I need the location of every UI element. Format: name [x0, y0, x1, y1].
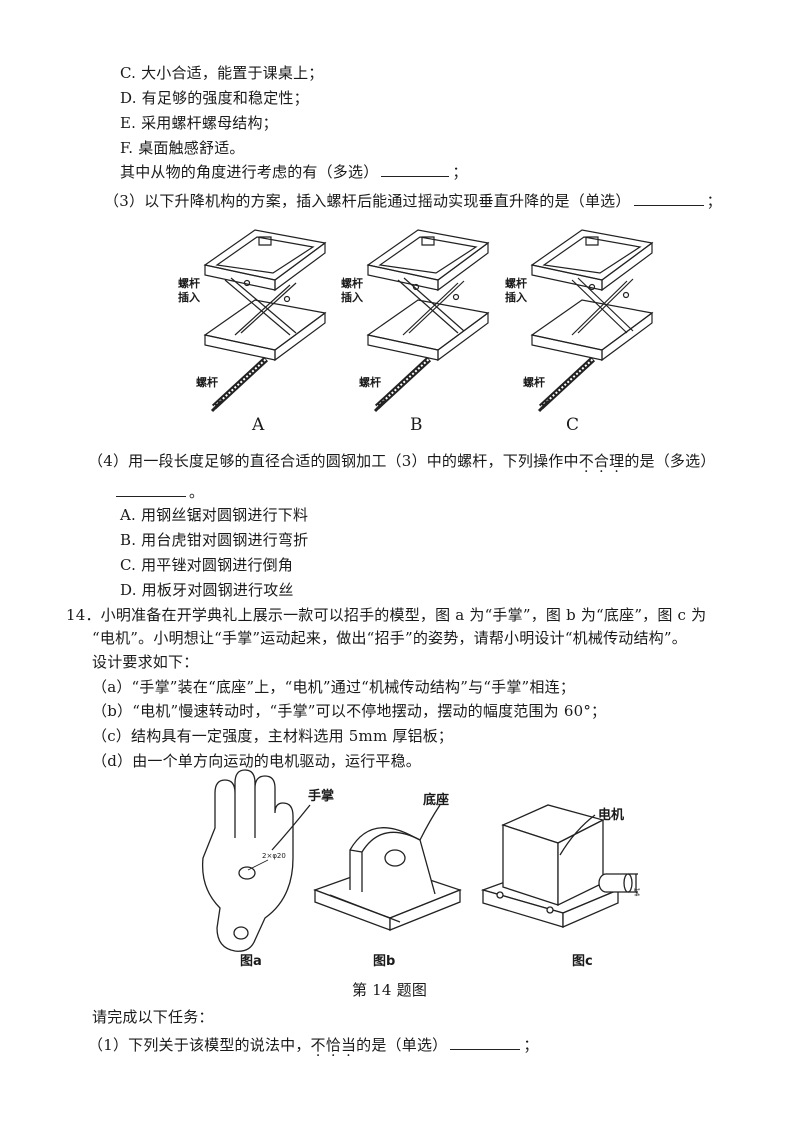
subq2-tail: 其中从物的角度进行考虑的有（多选） ；	[120, 160, 468, 182]
figure-14-title: 第 14 题图	[352, 981, 428, 999]
option-a-label: A	[252, 415, 265, 435]
screw-label-b: 螺杆	[359, 376, 381, 389]
screw-insert-label-a: 螺杆插入	[178, 277, 200, 304]
motor-leader-line	[555, 805, 615, 865]
task1-prompt-end: 的是（单选）	[356, 1036, 448, 1054]
option-b-d-text: D. 用板牙对圆钢进行攻丝	[120, 581, 294, 599]
base-leader-line	[420, 800, 480, 860]
hole-dimension: 2×φ20	[262, 852, 286, 860]
subq4-prompt: （4）用一段长度足够的直径合适的圆钢加工（3）中的螺杆，下列操作中	[88, 452, 579, 470]
tasks-intro: 请完成以下任务：	[92, 1008, 214, 1026]
figure-a-caption: 图a	[240, 954, 262, 969]
answer-blank-task1[interactable]	[450, 1033, 521, 1050]
screw-insert-label-c: 螺杆插入	[505, 277, 527, 304]
subq4-prompt-end: 的是（多选）	[624, 452, 716, 470]
base-label: 底座	[423, 793, 450, 808]
option-b-b-text: B. 用台虎钳对圆钢进行弯折	[120, 531, 309, 549]
screw-insert-label-b: 螺杆插入	[341, 277, 363, 304]
shaft-dimension: 14	[632, 887, 641, 897]
screw-rod-a-drawing	[210, 355, 270, 415]
subq4-suffix: 。	[189, 483, 205, 501]
q14-req-c: （c）结构具有一定强度，主材料选用 5mm 厚铝板；	[92, 727, 454, 745]
lift-mechanism-a-drawing	[195, 225, 335, 385]
q14-stem-line1: 14．小明准备在开学典礼上展示一款可以招手的模型，图 a 为“手掌”，图 b 为…	[66, 606, 707, 624]
emphasis-not-reasonable-char: 理	[609, 452, 624, 470]
subq2-suffix: ；	[452, 163, 468, 181]
motor-label: 电机	[598, 808, 625, 823]
subq4-answer-line: 。	[116, 480, 204, 502]
option-f-text: F. 桌面触感舒适。	[120, 139, 245, 157]
q14-stem-line2: “电机”。小明想让“手掌”运动起来，做出“招手”的姿势，请帮小明设计“机械传动结…	[92, 629, 687, 647]
answer-blank-2[interactable]	[381, 160, 450, 177]
subq2-prompt: 其中从物的角度进行考虑的有（多选）	[120, 163, 379, 181]
hand-drawing	[195, 768, 305, 958]
subq4-line: （4）用一段长度足够的直径合适的圆钢加工（3）中的螺杆，下列操作中不合理的是（多…	[88, 451, 716, 471]
screw-label-c: 螺杆	[523, 376, 545, 389]
hand-leader-line	[270, 800, 330, 860]
figure-c-caption: 图c	[572, 954, 593, 969]
subq3-suffix: ；	[706, 192, 722, 210]
hand-label: 手掌	[308, 789, 335, 804]
emphasis-not-appropriate-char: 恰	[326, 1036, 341, 1054]
option-b-c-text: C. 用平锉对圆钢进行倒角	[120, 556, 294, 574]
answer-blank-4[interactable]	[116, 480, 186, 497]
task1-prompt: （1）下列关于该模型的说法中，	[88, 1036, 311, 1054]
q14-stem-line3: 设计要求如下：	[92, 653, 199, 671]
subq3-prompt: （3）以下升降机构的方案，插入螺杆后能通过摇动实现垂直升降的是（单选）	[104, 192, 631, 210]
option-d-text: D. 有足够的强度和稳定性；	[120, 89, 309, 107]
emphasis-not-reasonable-char: 合	[594, 452, 609, 470]
q14-req-b: （b）“电机”慢速转动时，“手掌”可以不停地摆动，摆动的幅度范围为 60°；	[92, 702, 607, 720]
subq4-emphasis: 不合理	[579, 452, 625, 470]
hand-hole-leader	[248, 848, 328, 878]
q14-req-d: （d）由一个单方向运动的电机驱动，运行平稳。	[92, 752, 422, 770]
lift-mechanism-b-drawing	[358, 225, 498, 385]
base-drawing	[310, 810, 470, 950]
screw-rod-c-drawing	[537, 355, 597, 415]
task1-line: （1）下列关于该模型的说法中，不恰当的是（单选） ；	[88, 1033, 539, 1055]
figure-b-caption: 图b	[373, 954, 396, 969]
answer-blank-3[interactable]	[633, 189, 704, 206]
option-b-label: B	[410, 415, 423, 435]
option-e-text: E. 采用螺杆螺母结构；	[120, 114, 278, 132]
q14-req-a: （a）“手掌”装在“底座”上，“电机”通过“机械传动结构”与“手掌”相连；	[92, 678, 576, 696]
subq3-line: （3）以下升降机构的方案，插入螺杆后能通过摇动实现垂直升降的是（单选） ；	[104, 189, 722, 211]
screw-rod-b-drawing	[373, 355, 433, 415]
option-c-text: C. 大小合适，能置于课桌上；	[120, 64, 324, 82]
emphasis-not-appropriate-char: 当	[341, 1036, 356, 1054]
emphasis-not-appropriate: 不恰当	[311, 1036, 357, 1054]
screw-label-a: 螺杆	[196, 376, 218, 389]
emphasis-not-appropriate-char: 不	[311, 1036, 326, 1054]
emphasis-not-reasonable-char: 不	[579, 452, 594, 470]
task1-emphasis: 不恰当	[311, 1036, 357, 1054]
option-c-label: C	[566, 415, 580, 435]
option-b-a-text: A. 用钢丝锯对圆钢进行下料	[120, 506, 309, 524]
lift-mechanism-c-drawing	[522, 225, 662, 385]
task1-suffix: ；	[523, 1036, 539, 1054]
emphasis-not-reasonable: 不合理	[579, 452, 625, 470]
